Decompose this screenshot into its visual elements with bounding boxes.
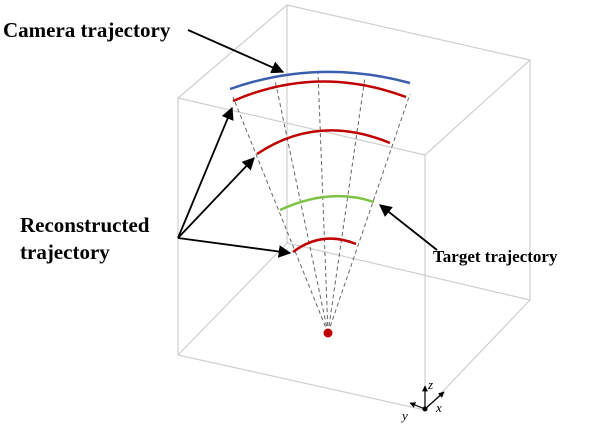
z-axis-label: z: [427, 377, 433, 392]
reconstructed-trajectory-curve: [256, 129, 391, 156]
cube-front-face: [177, 97, 426, 411]
cube-edge: [424, 299, 531, 411]
axes-indicator: z x y: [400, 377, 445, 423]
y-axis-label: y: [400, 408, 408, 423]
x-axis: [424, 391, 445, 410]
reconstructed-trajectory-curve: [232, 80, 407, 103]
axes-origin: [422, 406, 428, 412]
ray: [317, 71, 329, 334]
projection-rays: [232, 71, 411, 334]
reconstructed-arrow: [177, 237, 292, 258]
reconstructed-arrow: [177, 157, 255, 239]
target-arrow: [379, 204, 438, 251]
ray: [327, 76, 366, 334]
camera-arrow: [187, 29, 285, 74]
origin-point: [323, 328, 333, 338]
reconstructed-trajectory-label-line2: trajectory: [20, 240, 110, 264]
reconstructed-arrow: [177, 106, 234, 239]
bounding-cube: [177, 4, 531, 411]
cube-edge: [424, 59, 531, 156]
camera-trajectory-label: Camera trajectory: [3, 18, 171, 42]
ray: [232, 96, 329, 334]
camera-trajectory-curve: [229, 70, 411, 91]
annotation-arrows: [177, 29, 438, 258]
cube-edge: [177, 4, 288, 99]
cube-edge: [177, 242, 288, 356]
x-axis-label: x: [435, 400, 442, 415]
reconstructed-trajectory-label-line1: Reconstructed: [20, 213, 150, 237]
ray: [274, 79, 329, 334]
trajectories: [229, 70, 411, 253]
reconstructed-trajectory-curve: [292, 237, 357, 253]
target-trajectory-curve: [279, 194, 375, 212]
y-axis: [409, 402, 426, 410]
target-trajectory-label: Target trajectory: [433, 247, 558, 266]
ray: [327, 93, 411, 334]
